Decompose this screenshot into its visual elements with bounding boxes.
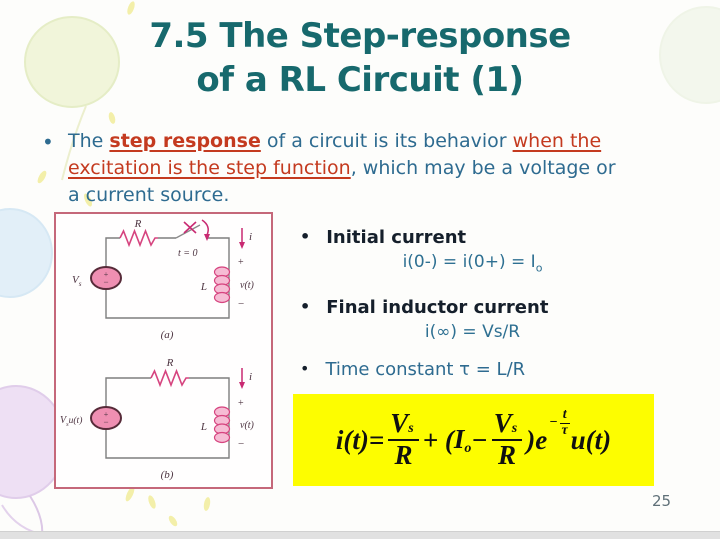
polarity-plus: +: [238, 398, 244, 409]
intro-text-3: , which may be a voltage or: [350, 157, 616, 179]
voltage-label: v(t): [240, 280, 255, 291]
formula-close-e: )e: [526, 424, 548, 455]
balloon-left-blue: [0, 208, 53, 298]
exponent-denominator: τ: [561, 422, 568, 438]
circuit-a: R t = 0 i L + v(t) −: [72, 218, 255, 341]
circuit-b: R i L + v(t) − + − Vsu(t) (b): [60, 357, 255, 481]
intro-step-response-highlight: step response: [109, 130, 261, 152]
polarity-plus: +: [238, 257, 244, 268]
exponent-minus: −: [549, 415, 558, 430]
balloon-topleft-yellow: [24, 16, 120, 181]
spacer: [300, 279, 675, 296]
fraction-vs-over-r-2: Vs R: [491, 410, 523, 469]
source-label: Vsu(t): [60, 415, 82, 428]
intro-text-4: a current source.: [68, 184, 230, 206]
inductor-coil: [213, 406, 231, 444]
voltage-source: [90, 266, 122, 290]
circuit-figure: R t = 0 i L + v(t) −: [54, 212, 273, 489]
wire-loop: [105, 237, 230, 319]
intro-text-1: The: [68, 130, 110, 152]
resistor-zigzag: [119, 228, 158, 248]
key-points: • Initial current i(0-) = i(0+) = Io • F…: [300, 226, 675, 381]
wire-loop: [105, 377, 230, 459]
voltage-label: v(t): [240, 420, 255, 431]
source-minus: −: [103, 417, 108, 427]
point-bullet: •: [300, 359, 310, 379]
caption-b: (b): [161, 469, 174, 481]
intro-block: • The step response of a circuit is its …: [42, 128, 697, 209]
current-arrowhead: [239, 242, 245, 249]
polarity-minus: −: [238, 438, 244, 450]
fraction-vs-over-r: Vs R: [388, 410, 419, 469]
current-arrowhead: [239, 382, 245, 389]
point-bullet: •: [300, 297, 311, 317]
point-heading: Initial current: [326, 227, 467, 248]
resistor-label: R: [134, 218, 142, 230]
step-response-formula: i(t) = Vs R + ( Io − Vs R )e − t τ u(t): [293, 394, 654, 486]
point-heading: Final inductor current: [326, 297, 549, 319]
resistor-label: R: [166, 357, 174, 369]
formula-plus-open: + (: [422, 424, 454, 455]
current-label: i: [249, 371, 252, 383]
formula-io: Io: [453, 423, 472, 456]
inductor-label: L: [200, 421, 207, 433]
point-equation: i(∞) = Vs/R: [424, 322, 521, 343]
balloon-topright-green: [659, 6, 720, 104]
balloon-string: [29, 495, 44, 537]
formula-ut: u(t): [570, 424, 612, 455]
inductor-label: L: [200, 281, 207, 293]
intro-text-2: of a circuit is its behavior: [260, 130, 513, 152]
switch-arrowhead: [204, 234, 210, 241]
source-label: Vs: [72, 274, 82, 288]
intro-excitation-highlight-2: excitation is the step function: [68, 157, 351, 179]
point-final-current: • Final inductor current i(∞) = Vs/R: [300, 296, 675, 343]
intro-bullet: •: [42, 130, 54, 154]
switch-cross: [183, 221, 197, 234]
equation-subscript: o: [535, 261, 543, 275]
exponent-minus-t-over-tau: − t τ: [549, 407, 570, 438]
switch-time-label: t = 0: [178, 248, 198, 259]
balloon-string: [61, 105, 87, 181]
slide-bottom-edge: [0, 531, 720, 539]
intro-excitation-highlight-1: when the: [512, 130, 602, 152]
subscript-s: s: [408, 421, 414, 437]
exponent-numerator: t: [559, 407, 570, 424]
switch-arrow: [201, 219, 209, 236]
caption-a: (a): [161, 329, 174, 341]
intro-paragraph: The step response of a circuit is its be…: [68, 128, 697, 209]
rl-circuit-diagram: R t = 0 i L + v(t) −: [60, 218, 255, 481]
point-initial-current: • Initial current i(0-) = i(0+) = Io: [300, 226, 675, 279]
point-time-constant: • Time constant τ = L/R: [300, 358, 675, 381]
point-equation: i(0-) = i(0+) = Io: [402, 252, 543, 275]
slide-title: 7.5 The Step-response of a RL Circuit (1…: [0, 14, 720, 102]
title-line-2: of a RL Circuit (1): [196, 60, 524, 100]
switch-lever: [175, 224, 201, 239]
source-minus: −: [103, 277, 108, 287]
source-plus: +: [104, 410, 109, 419]
point-heading: Time constant τ = L/R: [325, 359, 526, 381]
formula-equals: =: [368, 424, 385, 455]
polarity-minus: −: [238, 298, 244, 310]
subscript-s: s: [511, 421, 518, 437]
subscript-o: o: [464, 440, 472, 456]
source-plus: +: [104, 270, 109, 279]
inductor-coil: [213, 266, 231, 304]
title-line-1: 7.5 The Step-response: [149, 16, 571, 56]
spacer: [300, 343, 675, 358]
resistor-zigzag: [150, 368, 189, 388]
formula-lhs: i(t): [335, 424, 369, 455]
page-number: 25: [652, 492, 672, 510]
formula-minus: −: [471, 424, 488, 455]
current-label: i: [249, 231, 252, 243]
point-bullet: •: [300, 227, 311, 246]
voltage-source: [90, 406, 122, 430]
